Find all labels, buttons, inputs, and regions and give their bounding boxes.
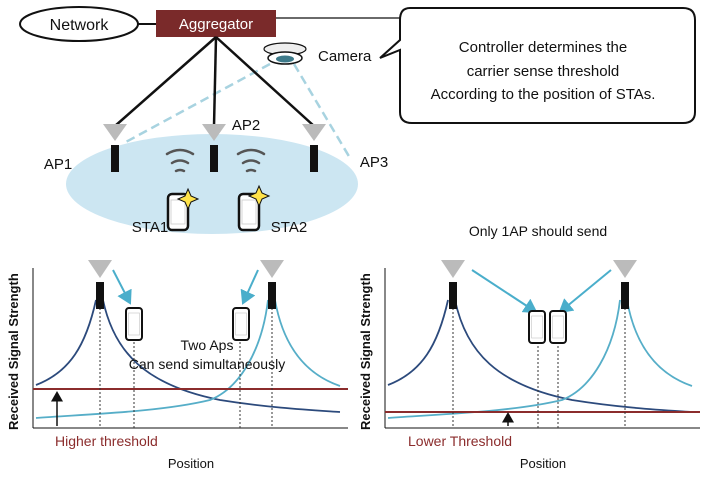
- right-arrow-ap2-sta2: [558, 269, 612, 314]
- right-threshold-label: Lower Threshold: [408, 433, 512, 449]
- aggregator-box: [156, 10, 276, 37]
- right-xlabel: Position: [520, 456, 566, 471]
- ap2-icon: [202, 124, 226, 172]
- left-ap2-icon: [268, 282, 276, 309]
- callout-line-2: carrier sense threshold: [467, 63, 620, 80]
- left-ylabel: Received Signal Strength: [6, 273, 21, 430]
- left-annotation-line-2: Can send simultaneously: [129, 356, 285, 372]
- left-sta1-phone-icon: [125, 307, 143, 341]
- left-arrow-ap2-sta2: [240, 269, 259, 305]
- left-annotation-line-1: Two Aps: [181, 337, 234, 353]
- network-label: Network: [50, 17, 110, 34]
- ap2-label: AP2: [232, 117, 260, 134]
- right-ap1-icon: [449, 282, 457, 309]
- ap1-icon: [103, 124, 127, 172]
- sta2-label: STA2: [271, 219, 307, 236]
- sparkle-icon: [176, 187, 200, 211]
- link-ap1: [114, 36, 217, 127]
- right-title: Only 1AP should send: [469, 223, 607, 239]
- aggregator-label: Aggregator: [179, 16, 253, 33]
- camera-icon: [263, 42, 307, 65]
- camera-view-right: [292, 63, 352, 159]
- ap1-label: AP1: [44, 156, 72, 173]
- right-ap1-antenna-icon: [441, 260, 465, 278]
- left-panel: Received Signal Strength Position Higher…: [6, 260, 348, 471]
- coverage-area: [66, 134, 358, 234]
- wifi-icon: [236, 148, 266, 173]
- callout-line-1: Controller determines the: [459, 39, 627, 56]
- left-ap2-signal-curve: [35, 299, 341, 419]
- sta1-label: STA1: [132, 219, 168, 236]
- right-arrow-ap1-sta1: [471, 269, 538, 314]
- right-ap2-antenna-icon: [613, 260, 637, 278]
- camera-label: Camera: [318, 48, 372, 65]
- left-sta2-phone-icon: [232, 307, 250, 341]
- left-ap1-antenna-icon: [88, 260, 112, 278]
- sparkle-icon: [247, 184, 271, 208]
- right-sta1-phone-icon: [528, 310, 546, 344]
- left-arrow-ap1-sta1: [112, 269, 132, 305]
- link-ap3: [215, 36, 315, 127]
- ap3-icon: [302, 124, 326, 172]
- left-xlabel: Position: [168, 456, 214, 471]
- link-ap2: [212, 36, 218, 127]
- ap3-label: AP3: [360, 154, 388, 171]
- left-ap2-antenna-icon: [260, 260, 284, 278]
- left-threshold-label: Higher threshold: [55, 433, 158, 449]
- callout-line-3: According to the position of STAs.: [431, 86, 656, 103]
- right-sta2-phone-icon: [549, 310, 567, 344]
- callout-box: [379, 7, 696, 124]
- left-ap1-icon: [96, 282, 104, 309]
- right-ap2-icon: [621, 282, 629, 309]
- right-panel: Only 1AP should send Received Signal Str…: [358, 223, 700, 471]
- right-ylabel: Received Signal Strength: [358, 273, 373, 430]
- right-ap2-signal-curve: [387, 299, 693, 419]
- wifi-icon: [165, 148, 195, 173]
